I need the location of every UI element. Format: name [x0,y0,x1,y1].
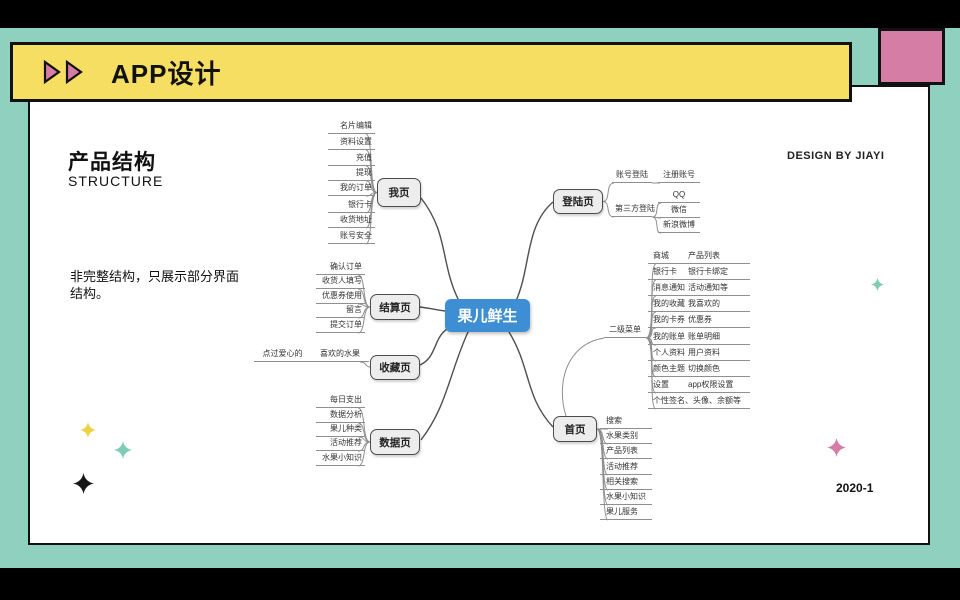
note-line-1: 非完整结构，只展示部分界面 [70,269,240,284]
submenu-key: 银行卡 [653,267,677,276]
note-text: 非完整结构，只展示部分界面 结构。 [70,268,239,302]
header-bar: APP设计 [10,42,852,102]
page-title: 产品结构 [68,151,156,174]
mindmap-leaf: 活动推荐 [316,438,365,451]
mindmap-leaf: QQ [658,190,700,203]
submenu-row: 我的卡券优惠券 [648,315,750,328]
mindmap-leaf: 我的订单 [328,183,375,196]
submenu-key: 我的账单 [653,332,685,341]
submenu-value: 产品列表 [688,251,720,260]
mindmap-leaf: 留言 [316,305,365,318]
submenu-key: 颜色主题 [653,364,685,373]
mindmap-leaf: 提现 [328,168,375,181]
mindmap-leaf: 每日支出 [316,395,365,408]
mindmap-leaf: 搜索 [600,416,652,429]
mindmap-leaf: 点过爱心的 [254,349,311,362]
double-arrow-icon [43,60,83,84]
mindmap-leaf: 确认订单 [316,262,365,275]
mindmap-leaf: 相关搜索 [600,477,652,490]
pink-square-decoration [878,28,945,85]
submenu-value: 优惠券 [688,315,712,324]
mindmap-leaf: 第三方登陆 [612,204,655,217]
submenu-label: 二级菜单 [604,325,646,338]
mindmap-leaf: 提交订单 [316,320,365,333]
submenu-value: 活动通知等 [688,283,728,292]
mindmap-leaf: 水果小知识 [316,453,365,466]
date-label: 2020-1 [836,481,874,495]
submenu-row: 个性签名、头像、余额等 [648,396,750,409]
mindmap-leaf: 充值 [328,153,375,166]
submenu-key: 个性签名、头像、余额等 [653,396,741,405]
header-title: APP设计 [111,58,222,89]
top-black-bar [0,0,960,28]
submenu-row: 我的账单账单明细 [648,332,750,345]
submenu-value: 切换颜色 [688,364,720,373]
sparkle-teal-right-icon [871,278,884,291]
submenu-value: app权限设置 [688,380,734,389]
mindmap-leaf: 账号登陆 [612,170,652,183]
mindmap-leaf: 注册账号 [658,170,700,183]
submenu-row: 设置 app权限设置 [648,380,750,393]
submenu-key: 我的收藏 [653,299,685,308]
mindmap-leaf: 果儿服务 [600,507,652,520]
submenu-key: 设置 [653,380,669,389]
submenu-row: 颜色主题切换颜色 [648,364,750,377]
mindmap-leaf: 名片编辑 [328,121,375,134]
mindmap-leaf: 账号安全 [328,231,375,244]
submenu-row: 消息通知活动通知等 [648,283,750,296]
submenu-key: 消息通知 [653,283,685,292]
mindmap-leaf: 收货人填写 [316,276,365,289]
sparkle-teal-icon [114,441,132,459]
center-node: 果儿鲜生 [445,299,530,332]
submenu-row: 个人资料用户资料 [648,348,750,361]
submenu-row: 我的收藏我喜欢的 [648,299,750,312]
node-data-page: 数据页 [370,429,420,455]
sparkle-yellow-icon [80,422,96,438]
page-subtitle: STRUCTURE [68,173,164,189]
bottom-black-bar [0,568,960,600]
mindmap-leaf: 微信 [658,205,700,218]
submenu-value: 我喜欢的 [688,299,720,308]
mindmap-leaf: 产品列表 [600,446,652,459]
submenu-row: 银行卡 银行卡绑定 [648,267,750,280]
mindmap-leaf: 水果小知识 [600,492,652,505]
submenu-key: 我的卡券 [653,315,685,324]
mindmap-leaf: 数据分析 [316,410,365,423]
mindmap-leaf: 银行卡 [328,200,375,213]
mindmap-leaf: 活动推荐 [600,462,652,475]
mindmap-leaf: 果儿种类 [316,424,365,437]
design-credit: DESIGN BY JIAYI [787,150,885,162]
sparkle-pink-icon [827,438,846,457]
submenu-key: 个人资料 [653,348,685,357]
node-checkout-page: 结算页 [370,294,420,320]
submenu-row: 商城 产品列表 [648,251,750,264]
mindmap-leaf: 新浪微博 [658,220,700,233]
submenu-key: 商城 [653,251,669,260]
node-home-page: 首页 [553,416,597,442]
mindmap-leaf: 优惠券使用 [316,291,365,304]
mindmap-leaf: 喜欢的水果 [311,349,369,362]
submenu-value: 用户资料 [688,348,720,357]
node-my-page: 我页 [377,178,421,207]
sparkle-black-icon [73,473,94,494]
mindmap-leaf: 资料设置 [328,137,375,150]
note-line-2: 结构。 [70,286,110,301]
submenu-value: 账单明细 [688,332,720,341]
node-favorites-page: 收藏页 [370,355,420,380]
mindmap-leaf: 收货地址 [328,215,375,228]
node-login-page: 登陆页 [553,189,603,214]
submenu-value: 银行卡绑定 [688,267,728,276]
mindmap-leaf: 水果类别 [600,431,652,444]
